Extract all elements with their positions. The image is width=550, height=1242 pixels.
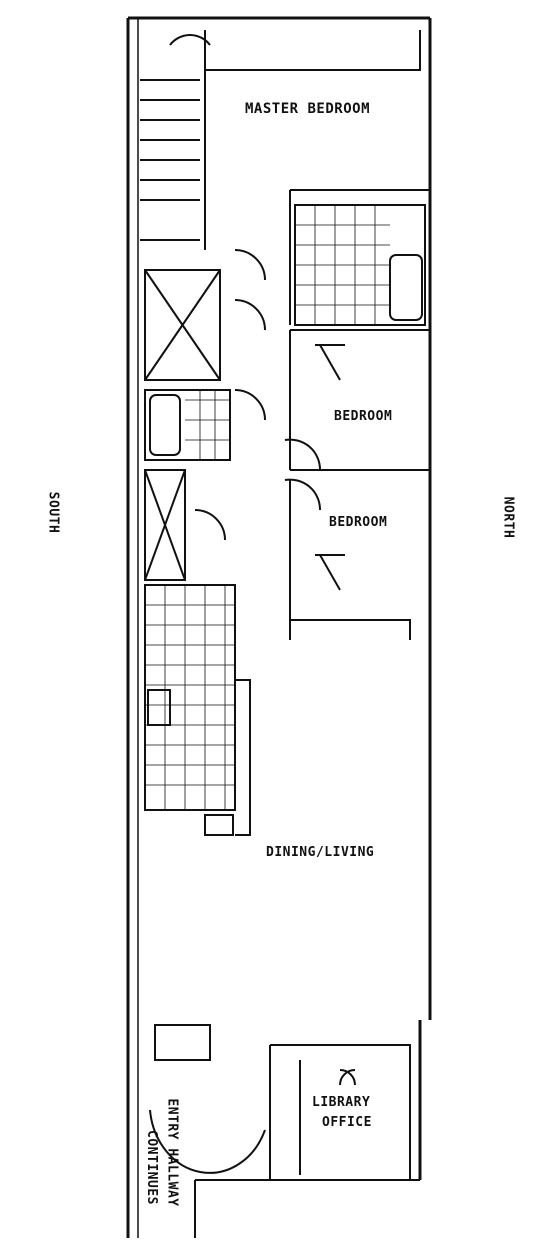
label-entry-hallway: ENTRY HALLWAY	[164, 1098, 180, 1207]
label-entry-continues: CONTINUES	[143, 1130, 159, 1205]
label-library: LIBRARY	[312, 1095, 371, 1110]
label-office: OFFICE	[322, 1115, 372, 1130]
label-bedroom-2: BEDROOM	[329, 515, 388, 530]
wall-bedroom-2	[289, 480, 411, 640]
stairs	[140, 79, 200, 241]
elevator-2	[144, 469, 186, 581]
wall-bedroom-1	[289, 329, 430, 471]
label-dining-living: DINING/LIVING	[266, 845, 375, 860]
elevator-1	[144, 269, 221, 381]
label-bedroom-1: BEDROOM	[334, 409, 393, 424]
outer-wall-north	[418, 18, 432, 1180]
wall-library-office	[269, 1044, 411, 1180]
outer-wall-bottom	[194, 1179, 420, 1238]
entry-hallway-arc	[149, 1109, 266, 1174]
label-master-bedroom: MASTER BEDROOM	[245, 101, 371, 117]
label-south: SOUTH	[45, 491, 61, 534]
wall-master-bedroom	[204, 70, 430, 325]
bath-2	[144, 389, 231, 461]
label-north: NORTH	[500, 496, 516, 539]
kitchen	[144, 584, 236, 811]
